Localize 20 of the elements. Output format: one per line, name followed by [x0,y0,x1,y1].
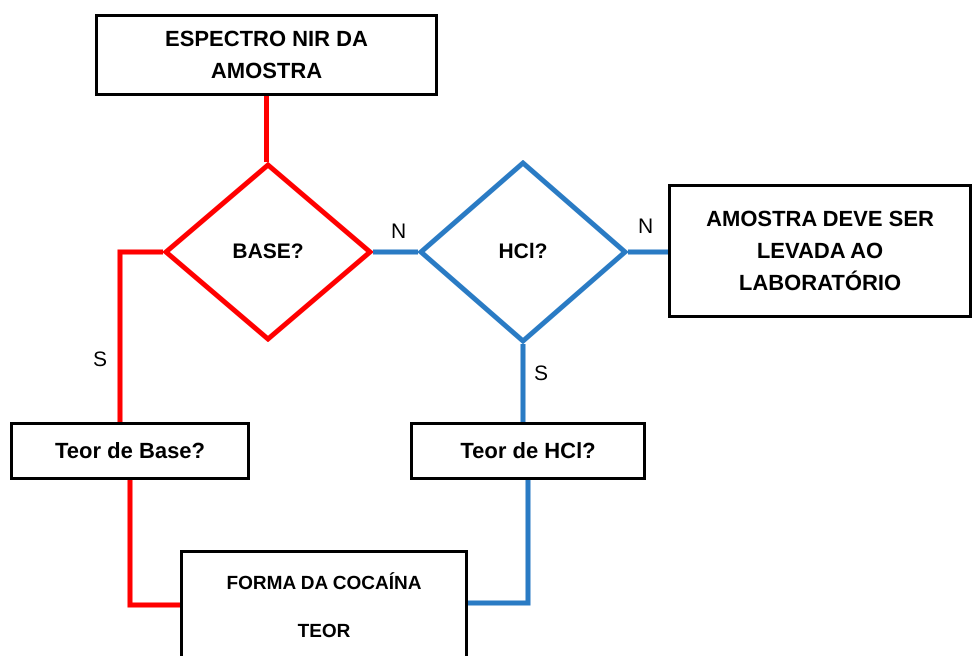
connector-line [118,250,163,422]
connector-line [468,480,530,606]
node-text: FORMA DA COCAÍNA [226,571,422,596]
node-text: ESPECTRO NIR DA AMOSTRA [164,25,369,85]
connector-line [628,250,668,254]
connector-line [264,96,269,162]
connector-line [373,250,418,254]
connector-line [128,480,180,608]
process-box [10,422,250,480]
node-text: Teor de Base? [55,437,205,466]
process-box [410,422,646,480]
node-text: AMOSTRA DEVE SER LEVADA AO LABORATÓRIO [705,205,935,297]
process-box [668,184,972,318]
connector-line [520,344,526,422]
node-text: BASE? [232,238,304,265]
process-box [95,14,438,96]
process-box [180,550,468,656]
node-text: TEOR [298,620,350,644]
node-text: HCl? [498,238,548,265]
node-text: Teor de HCl? [460,437,596,466]
